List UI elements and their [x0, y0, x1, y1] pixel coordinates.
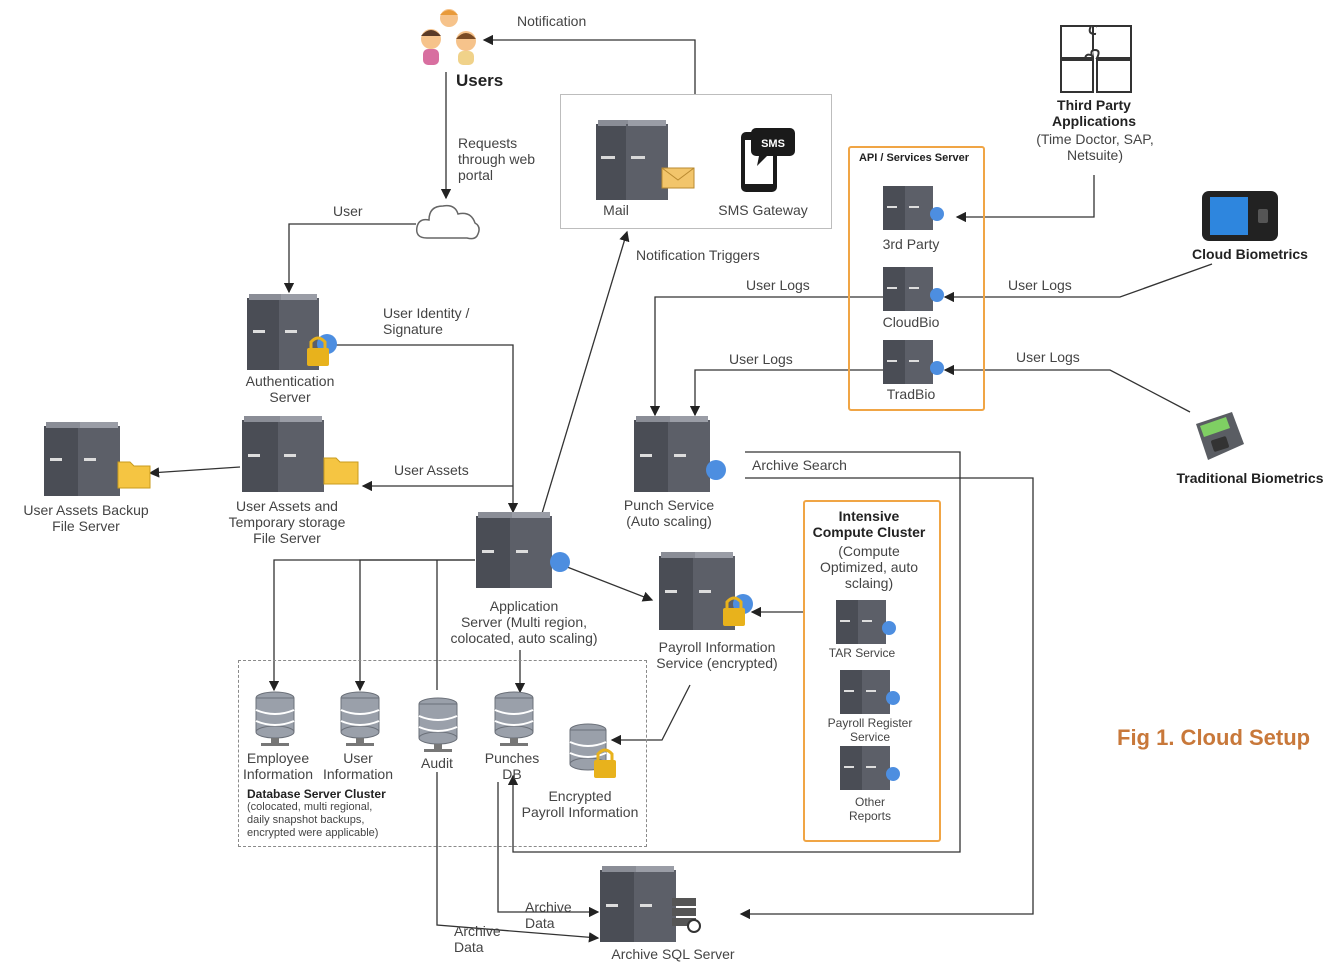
third-party-label: 3rd Party — [882, 236, 940, 252]
edge-archive-data-1 — [497, 782, 600, 918]
cloud-biometrics-label: Cloud Biometrics — [1192, 246, 1308, 262]
encrypted-payroll-db-icon — [569, 723, 616, 778]
fingerprint-scanner-icon — [1196, 412, 1244, 460]
tar-service-server-icon — [836, 600, 896, 644]
edge-archive-search — [739, 477, 1034, 920]
database-cluster-box — [238, 660, 647, 847]
edge-traditional-biometrics — [943, 364, 1191, 413]
archive-sql-label: Archive SQL Server — [611, 946, 735, 962]
puzzle-icon — [1060, 25, 1132, 93]
users-label: Users — [456, 71, 504, 90]
tradbio-label: TradBio — [886, 386, 936, 402]
compute-cluster-box — [803, 500, 941, 842]
other-reports-server-icon — [840, 746, 900, 790]
api-services-server-box — [848, 146, 985, 411]
user-assets-storage-label: User Assets and Temporary storage File S… — [228, 498, 346, 546]
user-logs-edge-label-1: User Logs — [746, 277, 810, 293]
app-server-icon — [476, 512, 570, 588]
api-server-title: API / Services Server — [858, 152, 970, 164]
third-party-apps-detail: (Time Doctor, SAP, Netsuite) — [1036, 131, 1154, 163]
notification-edge-label: Notification — [517, 13, 587, 29]
notification-triggers-edge-label: Notification Triggers — [636, 247, 760, 263]
punch-service-label: Punch Service (Auto scaling) — [623, 497, 715, 529]
mail-label: Mail — [603, 202, 629, 218]
other-reports-label: Other Reports — [848, 795, 892, 823]
sms-gateway-label: SMS Gateway — [718, 202, 808, 218]
archive-search-edge-label: Archive Search — [752, 457, 847, 473]
notification-services-box — [560, 94, 832, 229]
edge-cloudbio-to-punch — [649, 296, 883, 417]
auth-server-label: Authentication Server — [245, 373, 335, 405]
employee-db-icon — [255, 691, 295, 746]
edge-punch-to-punches-db — [507, 451, 961, 853]
edge-cloud-biometrics — [943, 263, 1213, 303]
sms-badge-text: SMS — [761, 138, 785, 150]
traditional-biometrics-label: Traditional Biometrics — [1176, 470, 1324, 486]
mail-server-icon — [596, 120, 695, 200]
payroll-register-server-icon — [840, 670, 900, 714]
user-logs-edge-label-2: User Logs — [1008, 277, 1072, 293]
requests-portal-edge-label: Requests through web portal — [458, 135, 536, 183]
employee-info-label: Employee Information — [242, 750, 314, 782]
user-assets-storage-server-icon — [242, 416, 359, 492]
payroll-register-label: Payroll Register Service — [827, 716, 913, 744]
audit-label: Audit — [421, 755, 453, 771]
db-cluster-detail: (colocated, multi regional, daily snapsh… — [247, 801, 379, 839]
compute-cluster-detail: (Compute Optimized, auto sclaing) — [819, 543, 919, 591]
punches-db-label: Punches DB — [484, 750, 540, 782]
auth-server-icon — [247, 294, 337, 370]
payroll-info-service-label: Payroll Information Service (encrypted) — [656, 639, 778, 671]
third-party-server-icon — [883, 186, 944, 230]
user-identity-edge-label: User Identity / Signature — [383, 305, 470, 337]
biometric-tablet-icon — [1202, 191, 1278, 241]
user-logs-edge-label-4: User Logs — [1016, 349, 1080, 365]
cloud-icon — [415, 204, 480, 240]
archive-data-edge-label-1: Archive Data — [525, 899, 572, 931]
punch-service-server-icon — [634, 416, 726, 492]
edge-user-identity — [335, 344, 519, 514]
tar-service-label: TAR Service — [828, 646, 896, 660]
audit-db-icon — [418, 697, 458, 752]
compute-cluster-title: Intensive Compute Cluster — [812, 508, 926, 540]
edge-app-to-payroll — [561, 564, 654, 602]
user-assets-backup-label: User Assets Backup File Server — [23, 502, 149, 534]
edge-notification — [482, 34, 696, 95]
edge-archive-data-2 — [436, 772, 600, 943]
sms-phone-icon: SMS — [741, 128, 795, 192]
third-party-apps-label: Third Party Applications — [1051, 97, 1136, 129]
edge-user-to-auth — [283, 223, 416, 294]
app-server-label: Application Server (Multi region, coloca… — [450, 598, 598, 646]
archive-sql-server-icon — [600, 866, 701, 942]
punches-db-icon — [494, 691, 534, 746]
user-logs-edge-label-3: User Logs — [729, 351, 793, 367]
edge-third-party — [955, 175, 1095, 223]
figure-caption: Fig 1. Cloud Setup — [1117, 725, 1311, 750]
cloudbio-server-icon — [883, 267, 944, 311]
archive-data-edge-label-2: Archive Data — [454, 923, 501, 955]
encrypted-payroll-label: Encrypted Payroll Information — [521, 788, 639, 820]
users-group-icon — [421, 9, 476, 65]
edge-assets-backup — [148, 466, 241, 478]
user-info-label: User Information — [322, 750, 394, 782]
user-assets-backup-server-icon — [44, 422, 151, 496]
edge-notification-triggers — [539, 230, 630, 521]
edge-payroll-to-encrypted — [610, 684, 691, 746]
user-assets-edge-label: User Assets — [394, 462, 469, 478]
user-info-db-icon — [340, 691, 380, 746]
edge-tradbio-to-punch — [689, 369, 883, 417]
user-edge-label: User — [333, 203, 363, 219]
db-cluster-title: Database Server Cluster — [247, 787, 386, 801]
tradbio-server-icon — [883, 340, 944, 384]
cloudbio-label: CloudBio — [882, 314, 940, 330]
payroll-service-server-icon — [659, 552, 753, 630]
